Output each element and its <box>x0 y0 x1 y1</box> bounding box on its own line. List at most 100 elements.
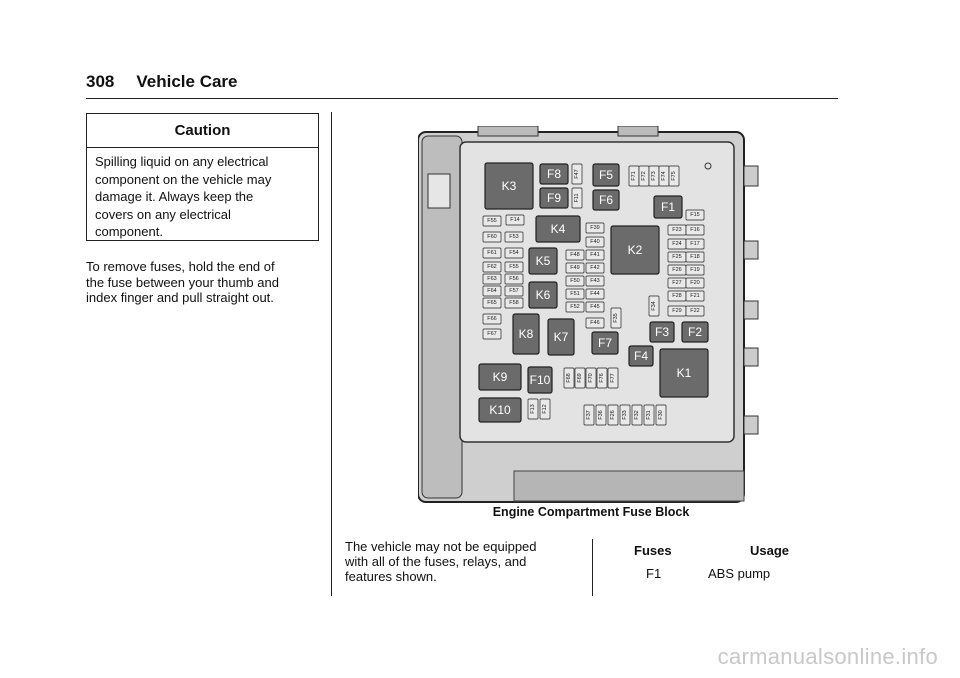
fuse-label-f64: F64 <box>487 288 496 294</box>
fuse-label-f25: F25 <box>672 254 681 260</box>
fuse-slot-f42 <box>585 262 605 274</box>
fuse-slot-f32 <box>631 404 643 426</box>
note-line: The vehicle may not be equipped <box>345 539 537 554</box>
fuse-f26: F26 <box>607 404 619 426</box>
fuse-label-f70: F70 <box>588 373 594 382</box>
fuse-slot-k4 <box>535 215 581 243</box>
relay-k2: K2 <box>610 225 660 275</box>
fuse-label-f14: F14 <box>510 217 519 223</box>
fuse-label-f15: F15 <box>690 212 699 218</box>
fuse-removal-instructions: To remove fuses, hold the end of the fus… <box>86 259 316 306</box>
fuse-label-f13: F13 <box>530 404 536 413</box>
fuse-label-f63: F63 <box>487 276 496 282</box>
fuse-f55: F55 <box>504 261 524 273</box>
fuse-label-f52: F52 <box>570 304 579 310</box>
fuse-f1: F1 <box>653 195 683 219</box>
fuse-label-f43: F43 <box>590 278 599 284</box>
fuse-label-k10: K10 <box>489 403 511 417</box>
fuse-slot-f67 <box>482 328 502 340</box>
fuse-slot-f51 <box>565 288 585 300</box>
fuse-slot-f7 <box>591 331 619 355</box>
fuse-label-f54: F54 <box>509 250 518 256</box>
fuse-slot-f13 <box>527 398 539 420</box>
fuse-f27: F27 <box>667 277 687 289</box>
fuse-label-f61: F61 <box>487 250 496 256</box>
fuse-label-f44: F44 <box>590 291 599 297</box>
fuse-f34: F34 <box>648 295 660 317</box>
fuse-label-f42: F42 <box>590 265 599 271</box>
table-header-fuses: Fuses <box>634 543 672 558</box>
fuse-slot-f62 <box>482 261 502 273</box>
fuse-slot-f52 <box>565 301 585 313</box>
fuse-label-k8: K8 <box>519 327 534 341</box>
fuse-label-f17: F17 <box>690 241 699 247</box>
fuse-f67: F67 <box>482 328 502 340</box>
fuse-f31: F31 <box>643 404 655 426</box>
fuse-slot-f55 <box>482 215 502 227</box>
fuse-label-f35: F35 <box>613 313 619 322</box>
fuse-label-f11: F11 <box>574 193 580 202</box>
instruction-line: index finger and pull straight out. <box>86 290 274 305</box>
fuse-label-f30: F30 <box>658 410 664 419</box>
fuse-f8: F8 <box>539 163 569 185</box>
fuse-f23: F23 <box>667 224 687 236</box>
fuse-f46: F46 <box>585 317 605 329</box>
fuse-f77: F77 <box>607 367 619 389</box>
side-latch <box>743 300 759 320</box>
instruction-line: the fuse between your thumb and <box>86 274 279 290</box>
fuse-label-f68: F68 <box>566 373 572 382</box>
fuse-f16: F16 <box>685 224 705 236</box>
side-latch <box>743 415 759 435</box>
fuse-f13: F13 <box>527 398 539 420</box>
fuse-label-f62: F62 <box>487 264 496 270</box>
table-cell-usage: ABS pump <box>708 566 771 581</box>
relay-k8: K8 <box>512 313 540 355</box>
watermark: carmanualsonline.info <box>717 644 938 669</box>
caution-title: Caution <box>87 114 318 148</box>
fuse-f7: F7 <box>591 331 619 355</box>
fuse-slot-f61 <box>482 247 502 259</box>
fuse-f58: F58 <box>504 297 524 309</box>
relay-k3: K3 <box>484 162 534 210</box>
fuse-label-f60: F60 <box>487 234 496 240</box>
fuse-slot-f21 <box>685 290 705 302</box>
fuse-f72: F72 <box>638 165 650 187</box>
fuse-slot-f36 <box>595 404 607 426</box>
fuse-slot-f76 <box>596 367 608 389</box>
fuse-label-f67: F67 <box>487 331 496 337</box>
fuse-f53: F53 <box>504 231 524 243</box>
fuse-label-f48: F48 <box>570 252 579 258</box>
fuse-f29: F29 <box>667 305 687 317</box>
fuse-label-f72: F72 <box>641 171 647 180</box>
fuse-f43: F43 <box>585 275 605 287</box>
fuse-f71: F71 <box>628 165 640 187</box>
fuse-f30: F30 <box>655 404 667 426</box>
fuse-slot-k6 <box>528 281 558 309</box>
fuse-label-f18: F18 <box>690 254 699 260</box>
fuse-slot-f14 <box>505 214 525 226</box>
fuse-slot-f15 <box>685 209 705 221</box>
fuse-slot-k10 <box>478 397 522 423</box>
fuse-f52: F52 <box>565 301 585 313</box>
caution-body: Spilling liquid on any electrical compon… <box>87 148 318 241</box>
fuse-label-f23: F23 <box>672 227 681 233</box>
side-latch <box>743 165 759 187</box>
fuse-label-f77: F77 <box>610 373 616 382</box>
housing-bottom-lip <box>513 470 745 502</box>
fuse-slot-f57 <box>504 285 524 297</box>
fuse-label-f7: F7 <box>598 336 612 350</box>
fuse-label-f10: F10 <box>530 373 551 387</box>
fuse-label-f40: F40 <box>590 239 599 245</box>
relay-k1: K1 <box>659 348 709 398</box>
table-header-usage: Usage <box>750 543 790 558</box>
fuse-f66: F66 <box>482 313 502 325</box>
fuse-slot-f69 <box>574 367 586 389</box>
fuse-label-f46: F46 <box>590 320 599 326</box>
fuse-slot-f31 <box>643 404 655 426</box>
fuse-f11: F11 <box>571 187 583 209</box>
fuse-slot-f40 <box>585 236 605 248</box>
fuse-label-k2: K2 <box>628 243 643 257</box>
fuse-label-f36: F36 <box>598 410 604 419</box>
fuse-slot-f10 <box>527 366 553 394</box>
fuse-label-f41: F41 <box>590 252 599 258</box>
